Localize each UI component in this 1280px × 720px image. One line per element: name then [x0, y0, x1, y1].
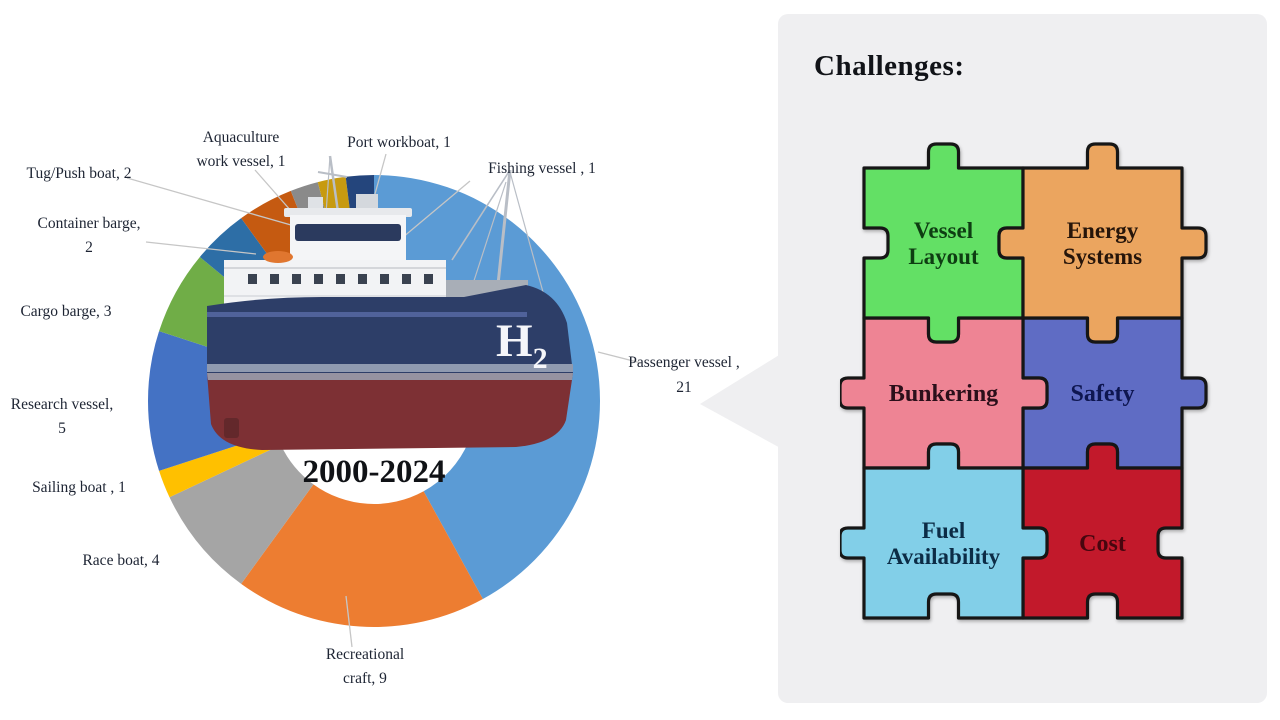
ship-roof: [284, 208, 412, 217]
ship-rudder: [224, 418, 239, 438]
slice-label-race-boat: Race boat, 4: [82, 552, 159, 569]
challenges-title: Challenges:: [814, 50, 965, 82]
hydrogen-vessel-illustration: H2: [207, 155, 573, 450]
ship-roof-box: [356, 194, 378, 208]
h2-mark: H2: [496, 315, 548, 375]
slice-label-research-vessel: Research vessel,5: [11, 396, 113, 437]
puzzle-label-bunkering: Bunkering: [889, 381, 998, 407]
slice-label-tug-push-boat: Tug/Push boat, 2: [27, 165, 132, 182]
slice-label-sailing-boat: Sailing boat , 1: [32, 479, 126, 496]
ship-lower-hull: [207, 373, 573, 450]
ship-upper-hull: [207, 285, 573, 373]
slice-label-port-workboat: Port workboat, 1: [347, 134, 451, 151]
donut-slice-recreational-craft: [241, 484, 483, 627]
ship-bridge-windows: [295, 224, 401, 241]
donut-slice-race-boat: [169, 444, 314, 584]
ship-masts: [317, 155, 544, 295]
leader-line: [345, 595, 353, 648]
puzzle-piece-fuel-availability: [840, 442, 1049, 620]
slice-label-passenger-vessel: Passenger vessel ,21: [628, 354, 740, 396]
leader-line: [597, 351, 642, 364]
puzzle-label-safety: Safety: [1071, 381, 1135, 407]
donut-chart: 2000-2024: [11, 129, 740, 687]
ship-lifeboat: [263, 251, 293, 263]
slice-label-fishing-vessel: Fishing vessel , 1: [488, 160, 596, 177]
center-period-label: 2000-2024: [303, 454, 446, 490]
ship-roof-box: [308, 197, 323, 208]
leader-line: [126, 177, 299, 228]
leader-line: [145, 241, 257, 255]
panel-pointer: [700, 352, 784, 450]
ship-windows: [248, 274, 433, 284]
puzzle-label-cost: Cost: [1079, 531, 1126, 557]
slice-label-container-barge: Container barge,2: [37, 215, 140, 256]
slice-label-cargo-barge: Cargo barge, 3: [20, 303, 111, 320]
puzzle-piece-energy-systems: [997, 142, 1208, 344]
leader-line: [401, 180, 471, 239]
